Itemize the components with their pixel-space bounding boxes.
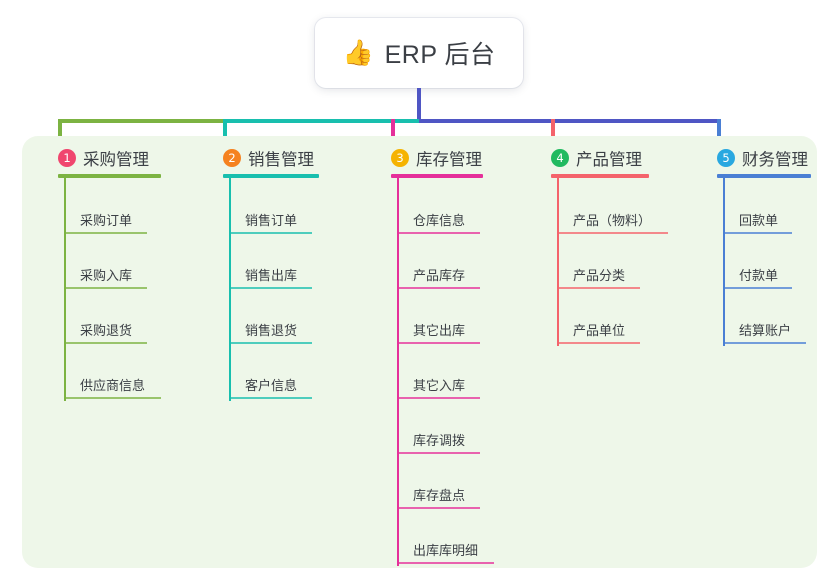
- branch-item-label: 产品单位: [573, 323, 626, 338]
- bus-segment-3: [419, 119, 721, 123]
- branch-item-rule: [557, 342, 640, 344]
- root-node-title: ERP 后台: [384, 41, 496, 69]
- branch-drop-5: [717, 119, 721, 150]
- branch-item-rule: [64, 342, 147, 344]
- branch-item-rule: [397, 232, 480, 234]
- branch-item-label: 销售出库: [245, 268, 298, 283]
- branch-header-rule: [717, 174, 811, 178]
- root-node[interactable]: 👍 ERP 后台: [315, 18, 523, 88]
- branch-item-rule: [229, 287, 312, 289]
- branch-header-3[interactable]: 3 库存管理: [391, 146, 482, 170]
- branch-header-rule: [58, 174, 161, 178]
- branch-spine: [557, 176, 559, 346]
- branch-spine: [397, 176, 399, 566]
- branch-item-rule: [557, 232, 668, 234]
- branch-header-rule: [551, 174, 649, 178]
- branch-item-label: 产品分类: [573, 268, 626, 283]
- branch-item-rule: [64, 232, 147, 234]
- branches-panel: 1 采购管理采购订单采购入库采购退货供应商信息 2 销售管理销售订单销售出库销售退货客…: [22, 136, 817, 568]
- branch-item-rule: [557, 287, 640, 289]
- bus-segment-2: [223, 119, 423, 123]
- branch-item-rule: [397, 507, 480, 509]
- branch-drop-2: [223, 119, 227, 150]
- branch-item-rule: [64, 287, 147, 289]
- branch-item-label: 付款单: [739, 268, 779, 283]
- branch-item-label: 产品库存: [413, 268, 466, 283]
- branch-item-rule: [723, 232, 792, 234]
- branch-item-label: 采购订单: [80, 213, 133, 228]
- branch-drop-4: [551, 119, 555, 150]
- branch-item-label: 销售订单: [245, 213, 298, 228]
- branch-item-rule: [397, 287, 480, 289]
- branch-title: 财务管理: [742, 151, 808, 169]
- branch-item-label: 仓库信息: [413, 213, 466, 228]
- branch-header-2[interactable]: 2 销售管理: [223, 146, 314, 170]
- branch-item-label: 其它入库: [413, 378, 466, 393]
- branch-item-label: 供应商信息: [80, 378, 146, 393]
- branch-item-label: 结算账户: [739, 323, 792, 338]
- thumbs-up-icon: 👍: [342, 38, 374, 67]
- branch-item-rule: [397, 342, 480, 344]
- branch-item-label: 出库库明细: [413, 543, 479, 558]
- branch-header-rule: [223, 174, 319, 178]
- branch-item-rule: [229, 342, 312, 344]
- branch-item-label: 客户信息: [245, 378, 298, 393]
- branch-header-1[interactable]: 1 采购管理: [58, 146, 149, 170]
- branch-item-label: 其它出库: [413, 323, 466, 338]
- branch-item-label: 采购退货: [80, 323, 133, 338]
- root-node-content: 👍 ERP 后台: [342, 35, 495, 71]
- branch-number-badge: 1: [58, 149, 76, 167]
- branch-item-label: 库存盘点: [413, 488, 466, 503]
- branch-item-rule: [64, 397, 161, 399]
- branch-item-label: 采购入库: [80, 268, 133, 283]
- branch-title: 采购管理: [83, 151, 149, 169]
- branch-number-badge: 5: [717, 149, 735, 167]
- branch-drop-3: [391, 119, 395, 150]
- branch-item-rule: [229, 232, 312, 234]
- branch-number-badge: 3: [391, 149, 409, 167]
- branch-item-label: 产品（物料）: [573, 213, 652, 228]
- branch-number-badge: 4: [551, 149, 569, 167]
- branch-title: 库存管理: [416, 151, 482, 169]
- branch-item-label: 库存调拨: [413, 433, 466, 448]
- branch-item-label: 回款单: [739, 213, 779, 228]
- branch-title: 产品管理: [576, 151, 642, 169]
- branch-item-label: 销售退货: [245, 323, 298, 338]
- branch-item-rule: [397, 562, 494, 564]
- branch-title: 销售管理: [248, 151, 314, 169]
- branch-header-5[interactable]: 5 财务管理: [717, 146, 808, 170]
- branch-item-rule: [723, 342, 806, 344]
- branch-item-rule: [397, 452, 480, 454]
- branch-item-rule: [229, 397, 312, 399]
- bus-segment-1: [58, 119, 227, 123]
- branch-drop-1: [58, 119, 62, 150]
- root-stem: [417, 88, 421, 123]
- branch-header-4[interactable]: 4 产品管理: [551, 146, 642, 170]
- branch-header-rule: [391, 174, 483, 178]
- branch-number-badge: 2: [223, 149, 241, 167]
- branch-spine: [723, 176, 725, 346]
- branch-item-rule: [397, 397, 480, 399]
- branch-item-rule: [723, 287, 792, 289]
